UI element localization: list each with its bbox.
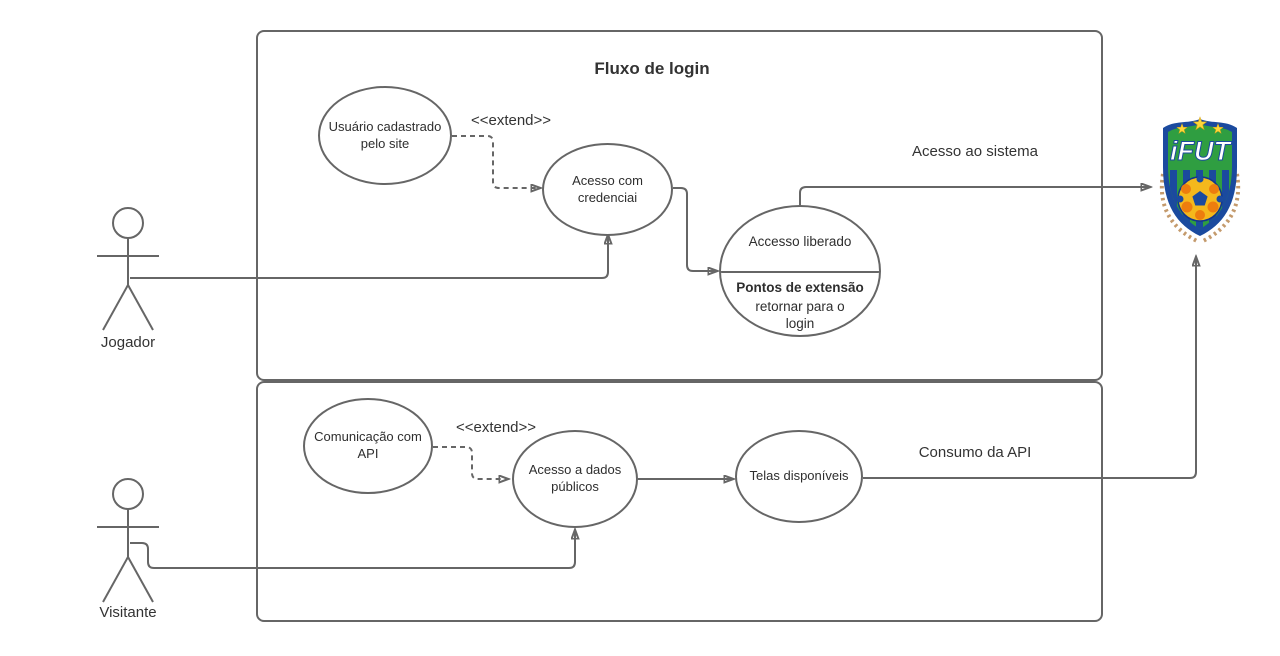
extend-label-login: <<extend>> bbox=[470, 112, 552, 129]
actor-leg-right bbox=[127, 284, 154, 331]
usecase-telas-disponiveis: Telas disponíveis bbox=[735, 430, 863, 523]
laurel-wreath-icon bbox=[1159, 173, 1241, 243]
usecase-acesso-credenciai: Acesso com credenciai bbox=[542, 143, 673, 236]
usecase-label: Accesso liberado bbox=[748, 234, 852, 249]
actor-leg-right bbox=[127, 556, 154, 603]
consumo-da-api-label: Consumo da API bbox=[918, 444, 1032, 461]
usecase-usuario-cadastrado: Usuário cadastrado pelo site bbox=[318, 86, 452, 185]
extension-divider bbox=[721, 271, 879, 273]
ifut-logo: iFUT bbox=[1159, 116, 1241, 243]
usecase-label: Acesso a dados públicos bbox=[528, 462, 622, 494]
actor-head bbox=[112, 207, 144, 239]
usecase-accesso-liberado: Accesso liberado Pontos de extensão reto… bbox=[719, 205, 881, 337]
actor-head bbox=[112, 478, 144, 510]
extension-detail: retornar para o login bbox=[755, 298, 845, 332]
extension-heading: Pontos de extensão bbox=[736, 280, 864, 295]
usecase-label: Comunicação com API bbox=[314, 429, 422, 461]
actor-leg-left bbox=[102, 556, 129, 603]
diagram-title: Fluxo de login bbox=[594, 59, 710, 78]
actor-leg-left bbox=[102, 284, 129, 331]
system-boundary-login bbox=[256, 30, 1103, 381]
usecase-label: Acesso com credenciai bbox=[572, 172, 643, 205]
usecase-acesso-dados-publicos: Acesso a dados públicos bbox=[512, 430, 638, 528]
extend-label-api: <<extend>> bbox=[455, 419, 537, 436]
actor-figure-visitante bbox=[97, 478, 159, 603]
extension-points: Pontos de extensão retornar para o login bbox=[721, 279, 879, 333]
actor-figure-jogador bbox=[97, 207, 159, 331]
logo-wordmark: iFUT bbox=[1170, 136, 1232, 166]
usecase-comunicacao-api: Comunicação com API bbox=[303, 398, 433, 494]
actor-label-jogador: Jogador bbox=[100, 334, 156, 351]
acesso-ao-sistema-label: Acesso ao sistema bbox=[912, 143, 1038, 160]
usecase-label: Telas disponíveis bbox=[749, 468, 849, 484]
soccer-ball-icon bbox=[1176, 175, 1224, 222]
usecase-label: Usuário cadastrado pelo site bbox=[328, 118, 442, 151]
system-boundary-api bbox=[256, 381, 1103, 622]
actor-label-visitante: Visitante bbox=[99, 604, 157, 621]
